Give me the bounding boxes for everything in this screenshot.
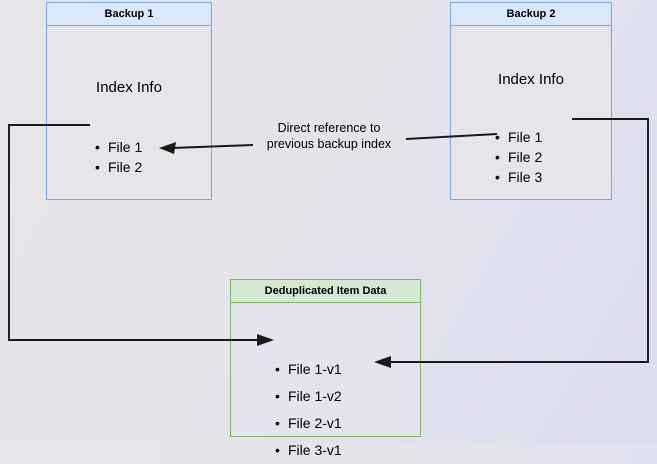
list-item: File 1 [93, 137, 142, 157]
list-item: File 2 [493, 147, 542, 167]
node-backup2[interactable]: Backup 2 Index Info File 1 File 2 File 3 [450, 2, 612, 200]
list-item: File 1 [493, 127, 542, 147]
edge-label-direct-reference: Direct reference to previous backup inde… [254, 120, 404, 152]
node-deduplicated-item-data[interactable]: Deduplicated Item Data File 1-v1 File 1-… [230, 279, 421, 464]
node-backup2-item-list: File 1 File 2 File 3 [493, 127, 542, 187]
node-backup2-subtitle: Index Info [498, 71, 564, 88]
node-backup1-header: Backup 1 [46, 2, 212, 26]
node-backup2-header: Backup 2 [450, 2, 612, 26]
edge-label-line-1: Direct reference to [277, 121, 381, 135]
list-item: File 1-v2 [273, 383, 342, 410]
node-dedup-header: Deduplicated Item Data [230, 279, 421, 303]
diagram-canvas: Backup 1 Index Info File 1 File 2 Backup… [0, 0, 657, 442]
list-item: File 1-v1 [273, 356, 342, 383]
list-item: File 2-v1 [273, 410, 342, 437]
list-item: File 3-v1 [273, 437, 342, 464]
node-backup1-subtitle: Index Info [96, 79, 162, 96]
node-backup1-body: Index Info File 1 File 2 [46, 26, 212, 200]
edge-label-line-2: previous backup index [266, 137, 392, 151]
node-backup1-item-list: File 1 File 2 [93, 137, 142, 177]
list-item: File 2 [93, 157, 142, 177]
node-dedup-item-list: File 1-v1 File 1-v2 File 2-v1 File 3-v1 [273, 356, 342, 464]
node-backup2-body: Index Info File 1 File 2 File 3 [450, 26, 612, 200]
node-backup1[interactable]: Backup 1 Index Info File 1 File 2 [46, 2, 212, 200]
list-item: File 3 [493, 167, 542, 187]
node-dedup-body: File 1-v1 File 1-v2 File 2-v1 File 3-v1 [230, 303, 421, 464]
